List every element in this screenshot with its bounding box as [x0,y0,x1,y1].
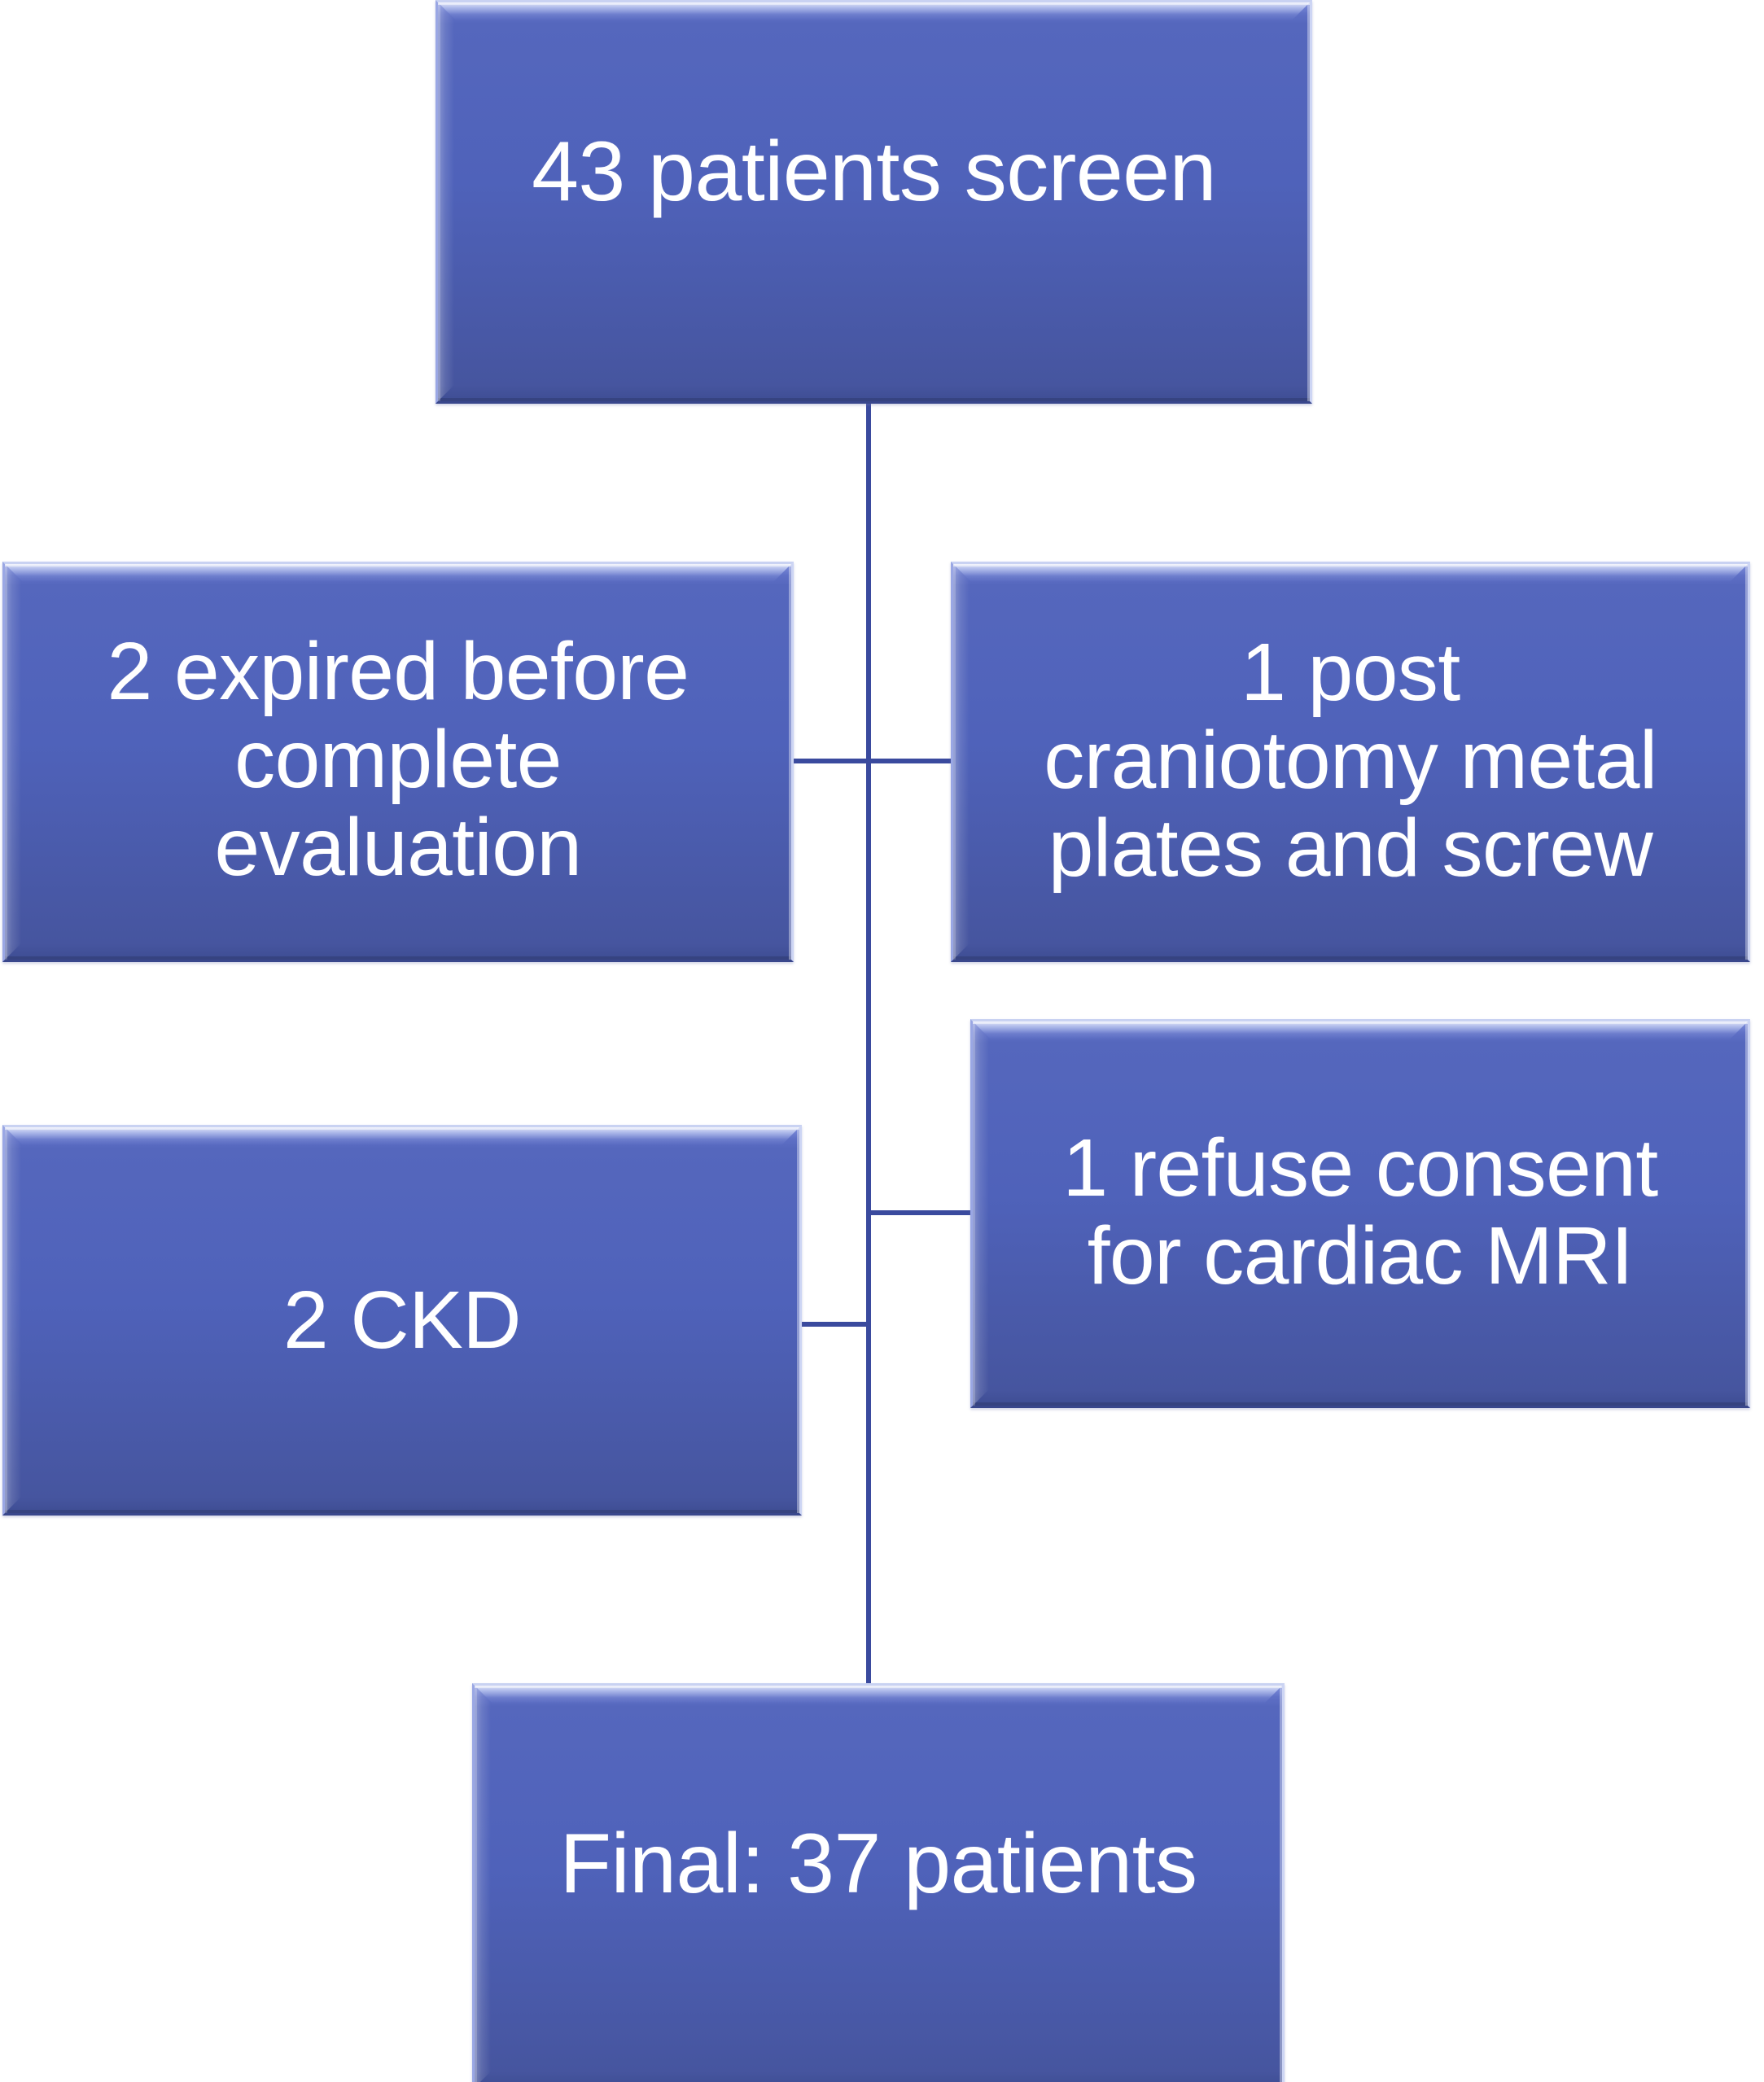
node-ckd: 2 CKD [2,1125,802,1516]
connector-to-craniotomy [866,759,970,763]
connector-trunk-upper [866,399,871,765]
node-patients-screened-label: 43 patients screen [532,124,1216,219]
node-refused-consent-mri: 1 refuse consent for cardiac MRI [970,1019,1750,1408]
node-expired-before-evaluation-label: 2 expired before complete evaluation [107,626,689,893]
node-patients-screened: 43 patients screen [436,0,1312,404]
node-refused-consent-mri-label: 1 refuse consent for cardiac MRI [1062,1122,1658,1301]
connector-to-refused [866,1210,977,1215]
node-ckd-label: 2 CKD [282,1275,522,1366]
node-expired-before-evaluation: 2 expired before complete evaluation [2,562,794,962]
node-final-patients: Final: 37 patients [472,1683,1285,2082]
connector-to-ckd [791,1322,869,1327]
node-post-craniotomy-metal: 1 post craniotomy metal plates and screw [951,562,1750,962]
node-post-craniotomy-metal-label: 1 post craniotomy metal plates and screw [1044,627,1657,894]
connector-trunk-lower [866,760,871,1688]
node-final-patients-label: Final: 37 patients [559,1816,1197,1911]
connector-to-expired [783,759,869,763]
